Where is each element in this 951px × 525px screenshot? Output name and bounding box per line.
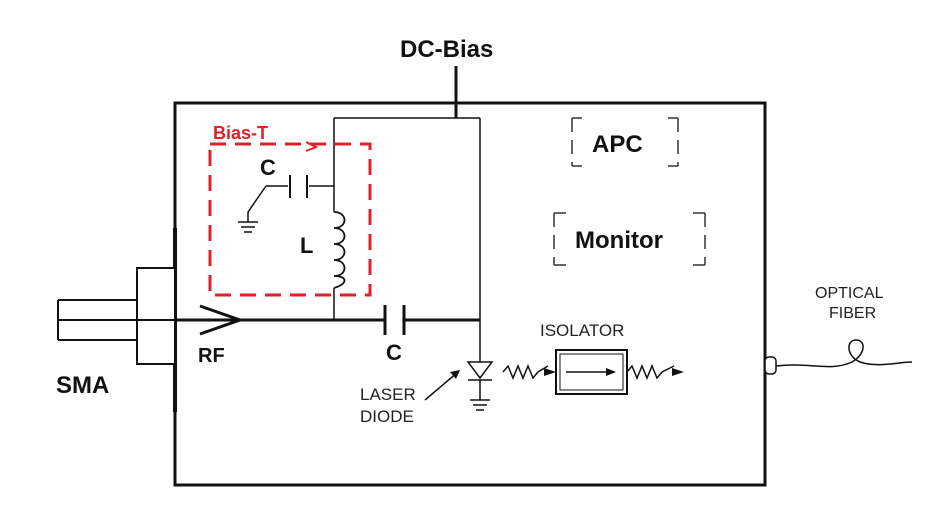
monitor-label: Monitor xyxy=(575,227,663,254)
series-capacitor-label: C xyxy=(386,340,402,365)
optical-fiber-label-line1: OPTICAL xyxy=(815,285,884,302)
inductor-coil-icon xyxy=(333,211,346,320)
isolator-label: ISOLATOR xyxy=(540,321,624,340)
fiber-connector xyxy=(764,356,777,375)
fiber-loop-icon xyxy=(775,339,913,368)
optical-fiber-label-line2: FIBER xyxy=(829,305,876,322)
rf-label: RF xyxy=(198,345,225,367)
arrow-right-icon xyxy=(544,368,556,376)
light-wave-input xyxy=(502,364,549,380)
bias-t-boundary xyxy=(208,142,372,297)
sma-label: SMA xyxy=(56,372,109,399)
laser-diode-label-line2: DIODE xyxy=(360,407,414,426)
bias-t-pointer xyxy=(305,141,319,152)
laser-diode-label-line1: LASER xyxy=(360,385,416,404)
bias-t-label: Bias-T xyxy=(213,123,268,143)
monitor-block xyxy=(553,212,706,266)
bias-t-capacitor-label: C xyxy=(260,155,276,180)
laser-label-pointer xyxy=(424,370,460,401)
isolator-block xyxy=(555,349,628,395)
capacitor-icon xyxy=(266,175,334,198)
light-wave-output xyxy=(626,364,675,380)
inductor-label: L xyxy=(300,233,313,258)
dc-bias-label: DC-Bias xyxy=(400,36,493,63)
laser-diode-icon xyxy=(466,361,494,411)
apc-block xyxy=(571,117,679,167)
ground-symbol-icon xyxy=(238,185,267,233)
apc-label: APC xyxy=(592,131,643,158)
arrow-right-icon xyxy=(672,368,684,376)
capacitor-icon xyxy=(383,305,480,335)
rf-arrow-icon xyxy=(199,304,245,336)
sma-connector xyxy=(57,228,177,412)
